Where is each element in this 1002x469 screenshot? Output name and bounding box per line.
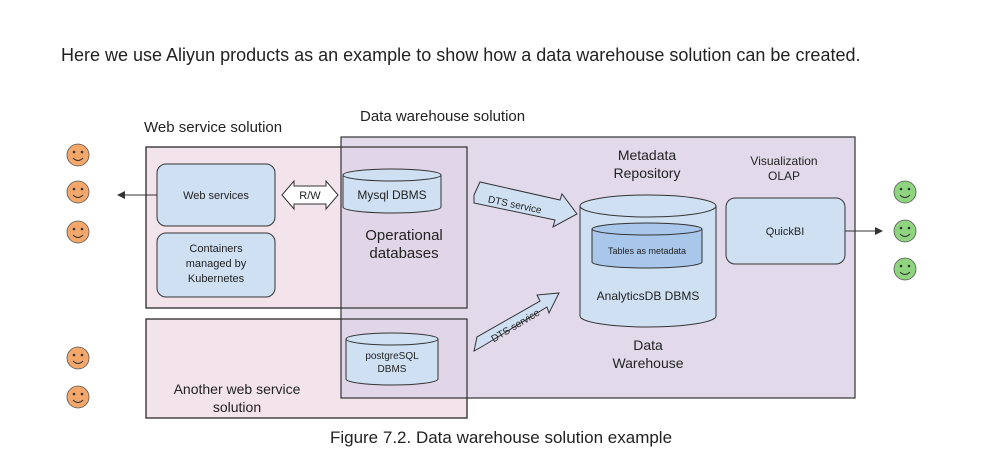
mysql-cylinder xyxy=(342,175,442,214)
smiley-face-icon xyxy=(893,180,917,204)
dts-bottom-arrow xyxy=(473,292,560,352)
operational-line-2: databases xyxy=(369,245,438,262)
web-services-label: Web services xyxy=(183,190,249,202)
another-web-line-1: Another web service xyxy=(174,381,301,397)
rw-label: R/W xyxy=(299,190,321,202)
another-web-line-2: solution xyxy=(213,399,261,415)
postgres-line-2: DBMS xyxy=(378,364,407,375)
operational-line-1: Operational xyxy=(365,227,443,244)
containers-line-2: managed by xyxy=(186,258,247,270)
visualization-line-2: OLAP xyxy=(768,169,800,183)
smiley-face-icon xyxy=(893,219,917,243)
metadata-repo-line-2: Repository xyxy=(614,165,681,181)
mysql-label: Mysql DBMS xyxy=(357,188,426,202)
smiley-face-icon xyxy=(893,257,917,281)
tables-metadata-cylinder xyxy=(591,229,703,269)
figure-caption: Figure 7.2. Data warehouse solution exam… xyxy=(329,428,673,447)
smiley-face-icon xyxy=(66,220,90,244)
data-warehouse-line-1: Data xyxy=(633,337,663,353)
web-service-title: Web service solution xyxy=(144,119,282,136)
analyticsdb-label: AnalyticsDB DBMS xyxy=(597,289,700,303)
containers-line-3: Kubernetes xyxy=(188,273,245,285)
containers-box xyxy=(156,232,276,298)
intro-paragraph: Here we use Aliyun products as an exampl… xyxy=(61,45,861,65)
metadata-repo-line-1: Metadata xyxy=(618,147,677,163)
smiley-face-icon xyxy=(66,385,90,409)
containers-line-1: Containers xyxy=(189,243,243,255)
data-warehouse-title: Data warehouse solution xyxy=(360,108,525,125)
smiley-face-icon xyxy=(66,143,90,167)
visualization-line-1: Visualization xyxy=(750,154,817,168)
smiley-face-icon xyxy=(66,180,90,204)
data-warehouse-line-2: Warehouse xyxy=(612,355,683,371)
quickbi-label: QuickBI xyxy=(766,226,805,238)
rw-double-arrow xyxy=(281,179,339,211)
tables-metadata-label: Tables as metadata xyxy=(608,246,686,256)
dts-top-arrow xyxy=(473,181,578,229)
postgres-cylinder xyxy=(345,339,439,386)
postgres-line-1: postgreSQL xyxy=(365,351,419,362)
smiley-face-icon xyxy=(66,346,90,370)
